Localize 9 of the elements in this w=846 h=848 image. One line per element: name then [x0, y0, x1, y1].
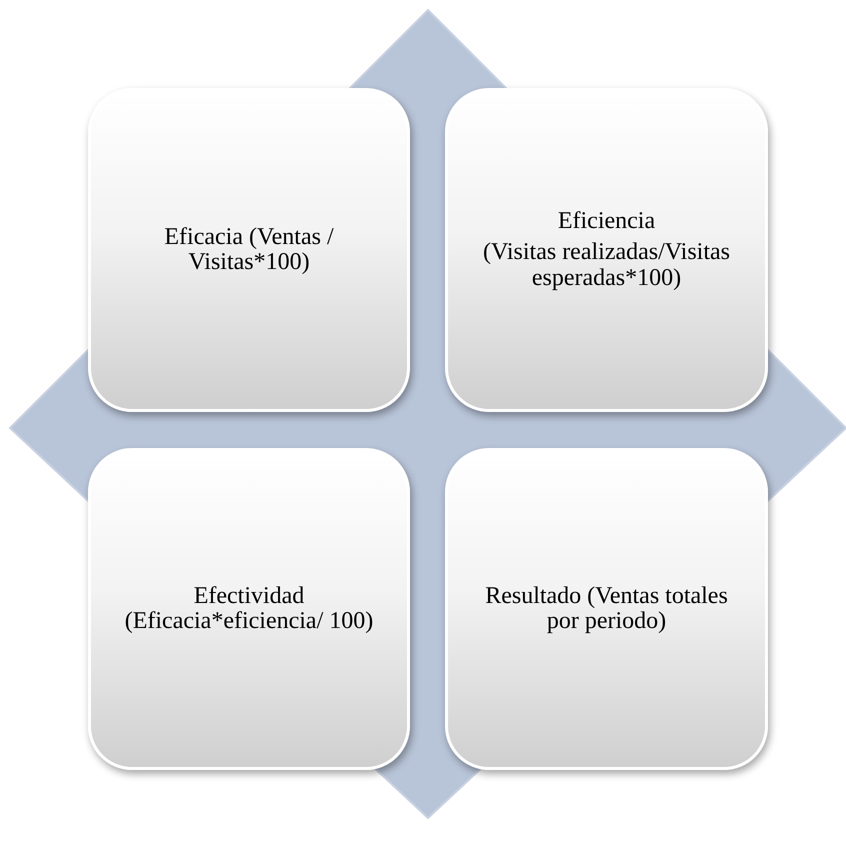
tile-heading: Efectividad (Eficacia*eficiencia/ 100) [124, 584, 374, 634]
tile-heading: Eficacia (Ventas / Visitas*100) [163, 224, 335, 276]
rounded-tile [88, 88, 410, 412]
rounded-tile [88, 448, 410, 770]
tile-heading: Eficiencia [558, 209, 656, 234]
rounded-tile [445, 88, 768, 412]
rounded-tile [445, 448, 768, 770]
tile-heading: Resultado (Ventas totales por periodo) [484, 584, 729, 634]
tile-text: (Visitas realizadas/Visitas esperadas*100) [482, 240, 732, 291]
